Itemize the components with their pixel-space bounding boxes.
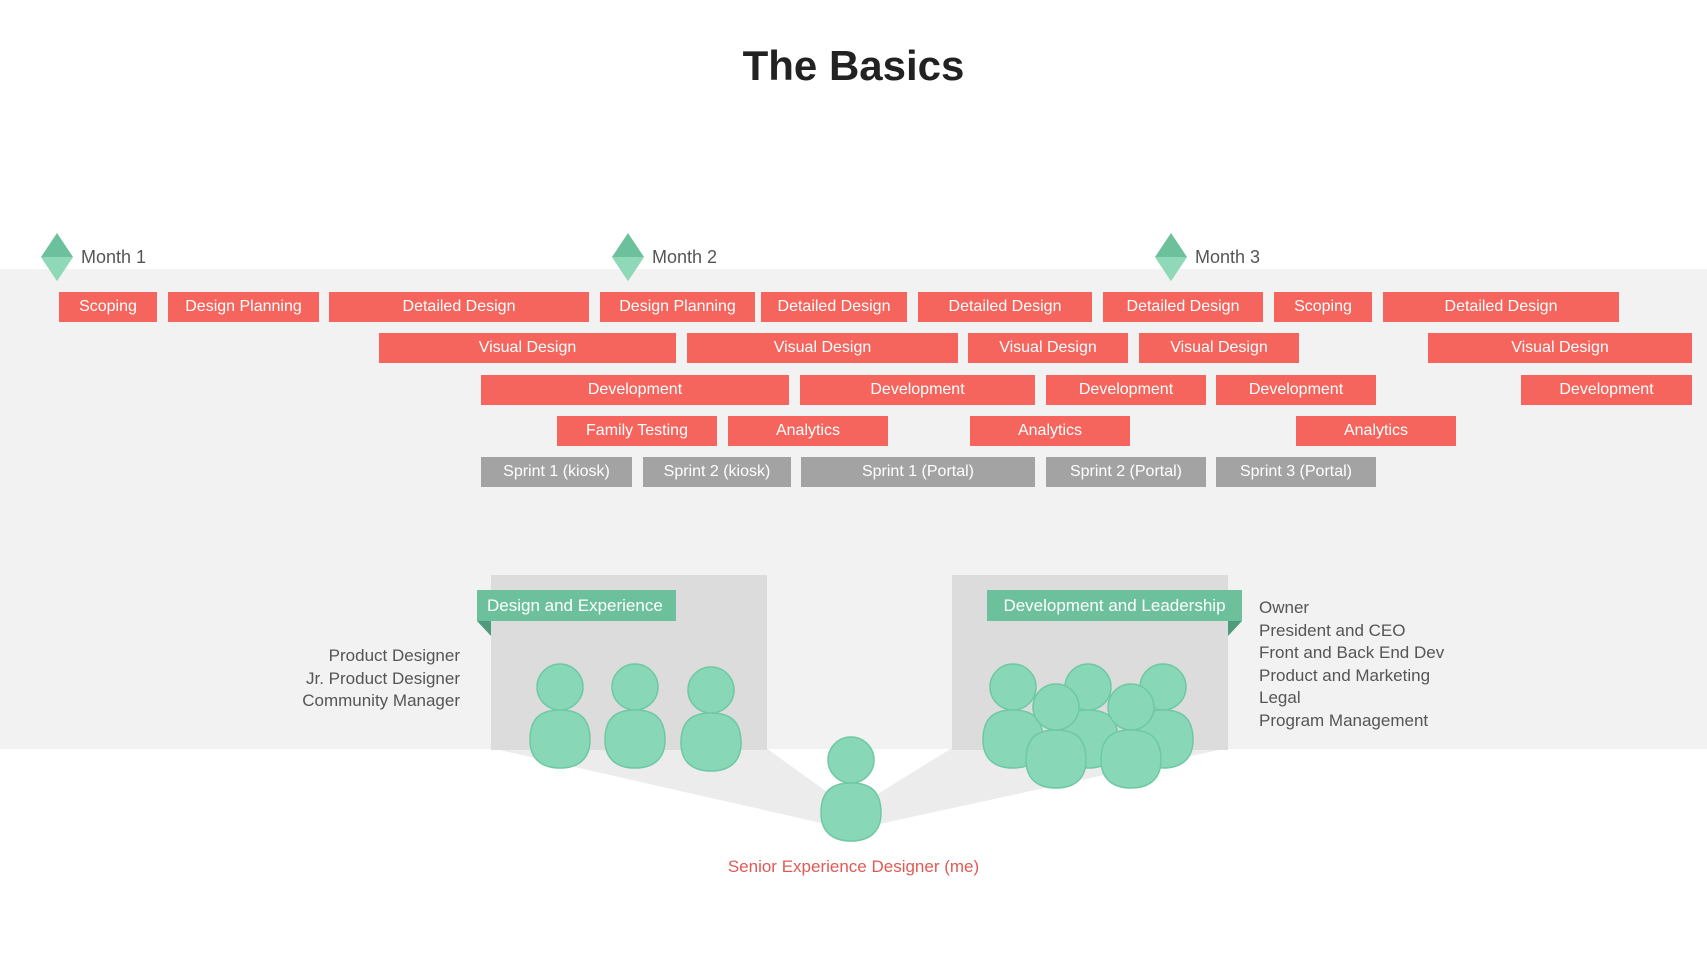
person-icon (1100, 683, 1162, 789)
sprint-bar: Sprint 2 (kiosk) (643, 457, 791, 487)
task-family-testing: Family Testing (557, 416, 717, 446)
diamond-icon (612, 233, 644, 281)
task-scoping: Scoping (1274, 292, 1372, 322)
sprint-bar: Sprint 2 (Portal) (1046, 457, 1206, 487)
sprint-bar: Sprint 3 (Portal) (1216, 457, 1376, 487)
role-item: Program Management (1259, 710, 1429, 730)
role-item: Front and Back End Dev (1259, 643, 1445, 662)
task-development: Development (1046, 375, 1206, 405)
task-development: Development (1216, 375, 1376, 405)
task-visual-design: Visual Design (379, 333, 676, 363)
task-design-planning: Design Planning (600, 292, 755, 322)
task-visual-design: Visual Design (687, 333, 958, 363)
task-development: Development (481, 375, 789, 405)
diamond-icon (41, 233, 73, 281)
task-development: Development (800, 375, 1035, 405)
sprint-bar: Sprint 1 (kiosk) (481, 457, 632, 487)
page-title: The Basics (742, 42, 965, 89)
role-item: Owner (1259, 598, 1310, 617)
task-visual-design: Visual Design (968, 333, 1128, 363)
milestone-label: Month 2 (652, 246, 718, 267)
task-design-planning: Design Planning (168, 292, 319, 322)
task-analytics: Analytics (970, 416, 1130, 446)
milestone-month-3: Month 3 (1155, 233, 1260, 281)
role-item: Product and Marketing (1259, 665, 1431, 685)
tag-fold-icon (477, 621, 491, 636)
team-tag-design: Design and Experience (477, 590, 676, 621)
role-item: Community Manager (302, 691, 460, 710)
task-analytics: Analytics (728, 416, 888, 446)
task-detailed-design: Detailed Design (918, 292, 1092, 322)
task-scoping: Scoping (59, 292, 157, 322)
development-roles: Owner President and CEO Front and Back E… (1259, 597, 1444, 732)
task-visual-design: Visual Design (1139, 333, 1299, 363)
person-icon (1025, 683, 1087, 789)
task-detailed-design: Detailed Design (1383, 292, 1619, 322)
milestone-month-1: Month 1 (41, 233, 146, 281)
person-icon (604, 663, 666, 769)
task-visual-design: Visual Design (1428, 333, 1692, 363)
role-item: Product Designer (328, 646, 460, 665)
task-detailed-design: Detailed Design (761, 292, 907, 322)
diamond-icon (1155, 233, 1187, 281)
role-item: President and CEO (1259, 620, 1406, 640)
beam-left (491, 748, 852, 830)
person-icon (680, 666, 742, 772)
person-icon (529, 663, 591, 769)
task-development: Development (1521, 375, 1692, 405)
milestone-label: Month 1 (81, 246, 147, 267)
sprint-bar: Sprint 1 (Portal) (801, 457, 1035, 487)
me-label: Senior Experience Designer (me) (727, 857, 980, 876)
role-item: Legal (1259, 688, 1301, 707)
task-detailed-design: Detailed Design (1103, 292, 1263, 322)
task-analytics: Analytics (1296, 416, 1456, 446)
tag-fold-icon (1228, 621, 1242, 636)
person-icon (820, 736, 882, 842)
milestone-label: Month 3 (1195, 246, 1261, 267)
milestone-month-2: Month 2 (612, 233, 717, 281)
team-tag-development: Development and Leadership (987, 590, 1242, 621)
design-roles: Product Designer Jr. Product Designer Co… (260, 645, 460, 713)
task-detailed-design: Detailed Design (329, 292, 589, 322)
role-item: Jr. Product Designer (305, 668, 460, 688)
